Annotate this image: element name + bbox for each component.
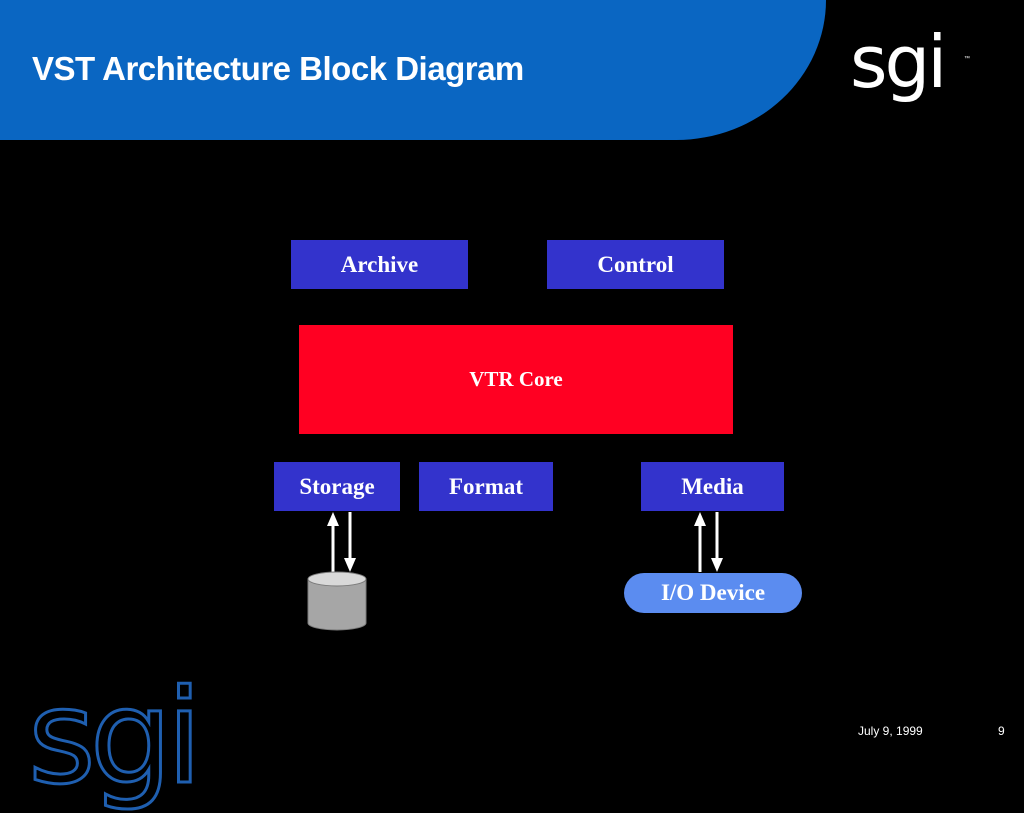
- media-block: Media: [641, 462, 784, 511]
- archive-block: Archive: [291, 240, 468, 289]
- arrow-down-icon: [344, 512, 356, 572]
- format-block: Format: [419, 462, 553, 511]
- arrow-up-icon: [694, 512, 706, 572]
- io-device-node: I/O Device: [624, 573, 802, 613]
- control-block: Control: [547, 240, 724, 289]
- footer-date: July 9, 1999: [858, 724, 923, 738]
- storage-arrows: [327, 512, 356, 572]
- storage-block: Storage: [274, 462, 400, 511]
- header-banner: VST Architecture Block Diagram: [0, 0, 826, 140]
- database-cylinder-icon: [307, 571, 367, 631]
- arrow-up-icon: [327, 512, 339, 572]
- trademark-mark: ™: [964, 56, 970, 62]
- sgi-watermark-logo: sgi: [26, 661, 203, 813]
- media-arrows: [694, 512, 723, 572]
- sgi-logo: sgi: [850, 20, 947, 104]
- slide-title: VST Architecture Block Diagram: [32, 50, 524, 87]
- diagram-connectors: [307, 512, 723, 631]
- vtr-core-block: VTR Core: [299, 325, 733, 434]
- arrow-down-icon: [711, 512, 723, 572]
- page-number: 9: [998, 724, 1005, 738]
